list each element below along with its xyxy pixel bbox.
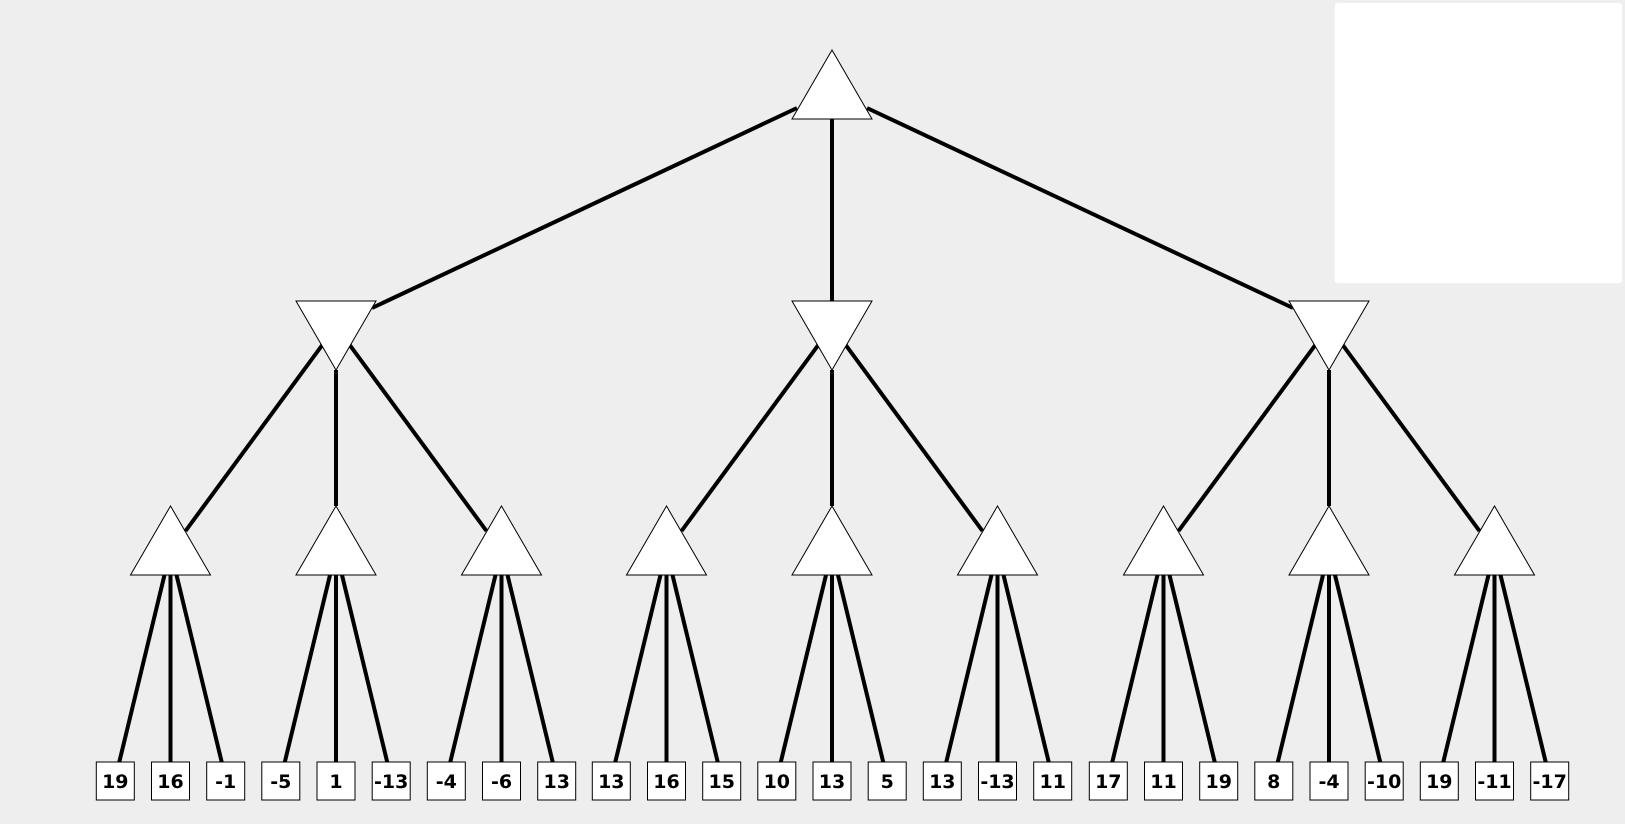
leaf-value: 19 — [102, 771, 128, 793]
edge-max-1-0-to-leaf-2 — [670, 574, 720, 763]
leaf-value: 1 — [329, 771, 342, 793]
leaf-box — [1199, 761, 1239, 801]
leaf-value: -1 — [215, 771, 236, 793]
edge-min-1-to-max-2 — [843, 342, 985, 533]
edge-max-2-0-to-leaf-2 — [1167, 574, 1217, 763]
leaf-value: -10 — [1367, 771, 1401, 793]
edge-root-to-min-0 — [371, 106, 798, 310]
leaf-value: 16 — [653, 771, 679, 793]
min-node-triangle — [791, 300, 873, 371]
max-node-triangle — [1288, 505, 1370, 576]
edge-max-1-0-to-leaf-0 — [613, 574, 663, 763]
leaf-box — [426, 761, 466, 801]
leaf-box — [1033, 761, 1073, 801]
leaf-box — [757, 761, 797, 801]
leaf-value: 13 — [598, 771, 624, 793]
leaf-box — [922, 761, 962, 801]
leaf-box — [537, 761, 577, 801]
leaf-box — [371, 761, 411, 801]
max-node-triangle — [791, 505, 873, 576]
leaf-value: -4 — [436, 771, 457, 793]
edge-min-0-to-max-2 — [347, 342, 489, 533]
edge-max-2-1-to-leaf-0 — [1275, 574, 1325, 763]
edge-max-1-2-to-leaf-2 — [1001, 574, 1051, 763]
leaf-value: 8 — [1267, 771, 1280, 793]
min-node-triangle — [295, 300, 377, 371]
leaf-box — [812, 761, 852, 801]
edge-max-0-2-to-leaf-0 — [448, 574, 498, 763]
leaf-value: 13 — [543, 771, 569, 793]
leaf-value: 10 — [764, 771, 790, 793]
edge-min-2-to-max-2 — [1340, 342, 1482, 533]
leaf-box — [702, 761, 742, 801]
edge-max-0-2-to-leaf-2 — [505, 574, 555, 763]
min-node-triangle — [1288, 300, 1370, 371]
leaves-layer: 19 16 -1 -5 1 -13 -4 -6 13 13 16 15 10 13 5 13 -13 11 17 11… — [95, 761, 1570, 801]
leaf-value: 11 — [1150, 771, 1176, 793]
edge-max-0-0-to-leaf-0 — [117, 574, 167, 763]
leaf-box — [1144, 761, 1183, 801]
leaf-box — [206, 761, 246, 801]
edge-max-1-2-to-leaf-0 — [944, 574, 994, 763]
leaf-box — [1088, 761, 1128, 801]
edge-max-2-2-to-leaf-2 — [1498, 574, 1548, 763]
edge-max-2-2-to-leaf-0 — [1441, 574, 1491, 763]
edge-max-0-1-to-leaf-0 — [282, 574, 332, 763]
leaf-box — [1419, 761, 1459, 801]
nodes-layer — [129, 49, 1536, 576]
leaf-value: -4 — [1318, 771, 1339, 793]
leaf-box — [591, 761, 631, 801]
max-node-triangle — [625, 505, 708, 576]
edge-root-to-min-2 — [866, 106, 1294, 310]
edge-max-1-1-to-leaf-2 — [836, 574, 886, 763]
leaf-value: -13 — [980, 771, 1014, 793]
edge-min-2-to-max-0 — [1176, 342, 1318, 533]
edge-max-0-1-to-leaf-2 — [340, 574, 390, 763]
edge-min-0-to-max-0 — [183, 342, 325, 533]
max-node-triangle — [956, 505, 1039, 576]
leaf-value: -17 — [1533, 771, 1567, 793]
leaf-value: 19 — [1426, 771, 1452, 793]
leaf-value: 11 — [1039, 771, 1065, 793]
leaf-box — [1364, 761, 1404, 801]
edge-max-1-1-to-leaf-0 — [778, 574, 828, 763]
max-node-triangle — [1453, 505, 1536, 576]
root-max-node-triangle — [791, 49, 873, 120]
leaf-value: 16 — [157, 771, 183, 793]
max-node-triangle — [295, 505, 377, 576]
leaf-value: -5 — [270, 771, 291, 793]
leaf-box — [867, 761, 907, 801]
leaf-box — [647, 761, 686, 801]
leaf-box — [1254, 761, 1294, 801]
edges-layer — [117, 106, 1548, 763]
edge-max-2-1-to-leaf-2 — [1333, 574, 1383, 763]
edge-min-1-to-max-0 — [679, 342, 821, 533]
leaf-value: -11 — [1477, 771, 1511, 793]
max-node-triangle — [460, 505, 543, 576]
leaf-box — [261, 761, 301, 801]
leaf-value: 15 — [708, 771, 734, 793]
leaf-value: 17 — [1095, 771, 1121, 793]
edge-max-0-0-to-leaf-2 — [174, 574, 224, 763]
leaf-box — [95, 761, 135, 801]
leaf-box — [1530, 761, 1570, 801]
edge-max-2-0-to-leaf-0 — [1110, 574, 1160, 763]
leaf-box — [482, 761, 521, 801]
leaf-value: 13 — [819, 771, 845, 793]
leaf-value: 19 — [1205, 771, 1231, 793]
leaf-value: 13 — [929, 771, 955, 793]
info-panel — [1334, 2, 1623, 284]
leaf-value: 5 — [881, 771, 894, 793]
leaf-value: -6 — [491, 771, 512, 793]
leaf-box — [1475, 761, 1514, 801]
leaf-box — [1309, 761, 1349, 801]
leaf-box — [316, 761, 356, 801]
leaf-value: -13 — [374, 771, 408, 793]
leaf-box — [151, 761, 190, 801]
max-node-triangle — [129, 505, 212, 576]
leaf-box — [978, 761, 1017, 801]
max-node-triangle — [1122, 505, 1205, 576]
